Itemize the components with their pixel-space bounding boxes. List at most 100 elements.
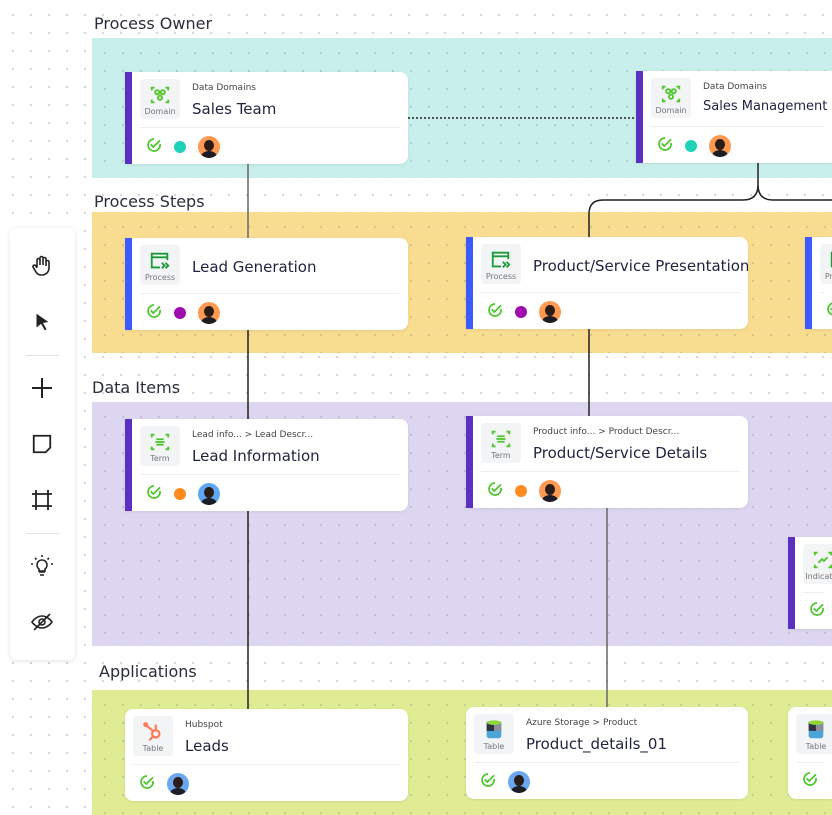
owner-avatar[interactable] bbox=[198, 483, 220, 505]
node-card[interactable]: Term Lead info... > Lead Descr... Lead I… bbox=[125, 419, 408, 511]
verified-check-icon bbox=[146, 137, 162, 157]
node-type-badge: Term bbox=[481, 423, 521, 463]
node-type-badge: Process bbox=[140, 245, 180, 285]
node-path: Hubspot bbox=[185, 720, 223, 730]
term-icon bbox=[140, 431, 180, 453]
hubspot-icon bbox=[133, 721, 173, 743]
node-type-label: Indicator bbox=[805, 572, 832, 581]
node-type-badge: Indicator bbox=[803, 544, 832, 584]
verified-check-icon bbox=[487, 302, 503, 322]
select-tool-button[interactable] bbox=[28, 308, 56, 336]
frame-icon bbox=[32, 490, 52, 510]
verified-check-icon bbox=[487, 481, 503, 501]
divider bbox=[481, 471, 740, 472]
node-type-label: Process bbox=[144, 273, 176, 282]
divider bbox=[140, 127, 400, 128]
sticky-note-icon bbox=[32, 434, 52, 454]
node-title: Lead Generation bbox=[192, 258, 317, 276]
verified-check-icon bbox=[809, 601, 825, 621]
status-dot bbox=[515, 306, 527, 318]
node-type-badge: Term bbox=[140, 426, 180, 466]
domain-icon bbox=[651, 83, 691, 105]
owner-avatar[interactable] bbox=[167, 773, 189, 795]
status-dot bbox=[174, 307, 186, 319]
lane-label: Data Items bbox=[92, 378, 181, 397]
verified-check-icon bbox=[802, 771, 818, 791]
eye-off-icon bbox=[31, 613, 53, 631]
plus-icon bbox=[32, 378, 52, 398]
node-title: Product/Service Presentation bbox=[533, 257, 748, 275]
hide-button[interactable] bbox=[28, 608, 56, 636]
node-card[interactable]: Table bbox=[788, 707, 832, 799]
azure-table-icon bbox=[796, 719, 832, 741]
owner-avatar[interactable] bbox=[709, 135, 731, 157]
node-card[interactable]: Indicator bbox=[788, 537, 832, 629]
node-type-label: Table bbox=[483, 742, 505, 751]
lane-label: Applications bbox=[99, 662, 197, 681]
node-card[interactable]: Table Azure Storage > Product Product_de… bbox=[466, 707, 748, 799]
node-path: Product info... > Product Descr... bbox=[533, 427, 680, 437]
owner-avatar[interactable] bbox=[508, 771, 530, 793]
lane-label: Process Steps bbox=[94, 192, 205, 211]
lightbulb-icon bbox=[31, 555, 53, 576]
divider bbox=[796, 762, 824, 763]
node-path: Data Domains bbox=[703, 82, 767, 92]
status-dot bbox=[174, 141, 186, 153]
divider bbox=[133, 764, 400, 765]
verified-check-icon bbox=[657, 136, 673, 156]
verified-check-icon bbox=[826, 301, 832, 321]
node-title: Leads bbox=[185, 737, 229, 755]
node-type-label: Table bbox=[805, 742, 827, 751]
node-card[interactable]: Term Product info... > Product Descr... … bbox=[466, 416, 748, 508]
verified-check-icon bbox=[139, 774, 155, 794]
owner-avatar[interactable] bbox=[198, 136, 220, 158]
hand-icon bbox=[32, 255, 50, 276]
divider bbox=[820, 292, 824, 293]
node-card[interactable]: Table Hubspot Leads bbox=[125, 709, 408, 801]
owner-avatar[interactable] bbox=[539, 480, 561, 502]
node-card[interactable]: Domain Data Domains Sales Team bbox=[125, 72, 408, 164]
node-type-label: Term bbox=[491, 451, 511, 460]
node-card[interactable]: Domain Data Domains Sales Management bbox=[636, 71, 832, 163]
verified-check-icon bbox=[146, 303, 162, 323]
sticky-note-button[interactable] bbox=[28, 430, 56, 458]
node-title: Product/Service Details bbox=[533, 444, 708, 462]
owner-avatar[interactable] bbox=[198, 302, 220, 324]
process-icon bbox=[140, 250, 180, 272]
pointer-icon bbox=[36, 313, 49, 331]
node-type-badge: Table bbox=[133, 716, 173, 756]
node-type-label: Term bbox=[150, 454, 170, 463]
status-dot bbox=[515, 485, 527, 497]
divider bbox=[651, 126, 824, 127]
connector bbox=[588, 162, 759, 237]
status-dot bbox=[174, 488, 186, 500]
divider bbox=[481, 292, 740, 293]
node-title: Sales Team bbox=[192, 100, 277, 118]
node-card[interactable]: Process Product/Service Presentation bbox=[466, 237, 748, 329]
lane-data-items bbox=[92, 402, 832, 646]
ideas-button[interactable] bbox=[28, 552, 56, 580]
node-type-label: Process bbox=[824, 272, 832, 281]
divider bbox=[803, 592, 824, 593]
process-icon bbox=[481, 249, 521, 271]
divider bbox=[140, 474, 400, 475]
verified-check-icon bbox=[480, 772, 496, 792]
connector bbox=[757, 184, 832, 201]
hand-tool-button[interactable] bbox=[28, 252, 56, 280]
canvas-toolbar bbox=[10, 228, 75, 660]
node-card[interactable]: Process bbox=[805, 237, 832, 329]
term-icon bbox=[481, 428, 521, 450]
node-title: Product_details_01 bbox=[526, 735, 668, 753]
add-button[interactable] bbox=[28, 374, 56, 402]
azure-table-icon bbox=[474, 719, 514, 741]
node-type-badge: Table bbox=[796, 714, 832, 754]
node-card[interactable]: Process Lead Generation bbox=[125, 238, 408, 330]
domain-icon bbox=[140, 84, 180, 106]
node-type-badge: Table bbox=[474, 714, 514, 754]
status-dot bbox=[685, 140, 697, 152]
owner-avatar[interactable] bbox=[539, 301, 561, 323]
frame-button[interactable] bbox=[28, 486, 56, 514]
node-type-label: Table bbox=[142, 744, 164, 753]
node-type-badge: Domain bbox=[140, 79, 180, 119]
